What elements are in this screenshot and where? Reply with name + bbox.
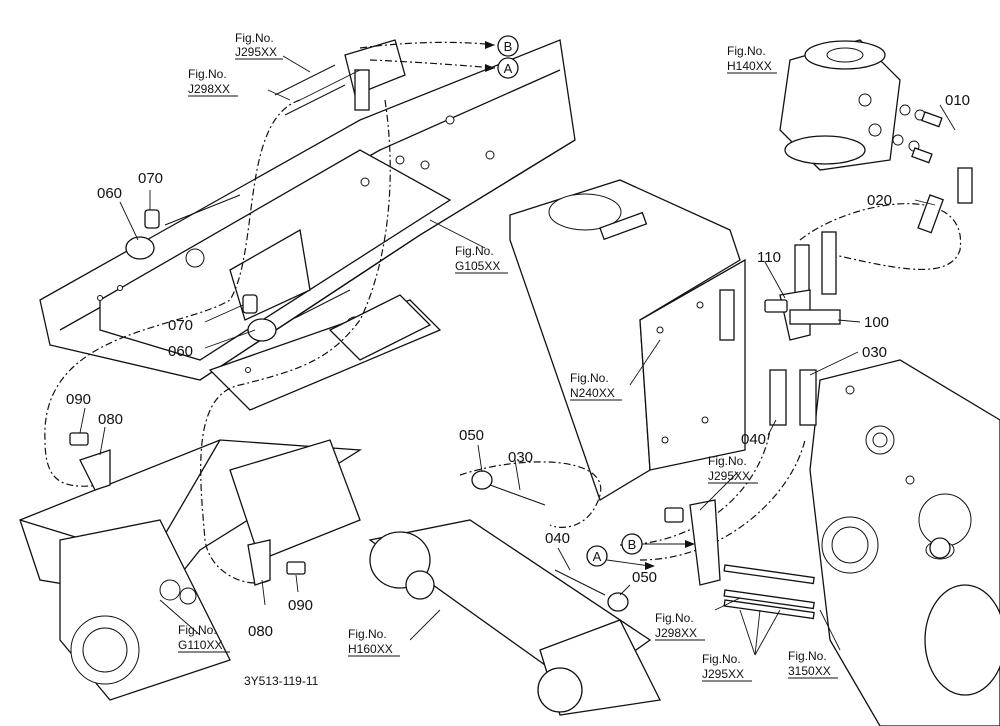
- label-050-lower: 050: [632, 569, 657, 586]
- label-090-lower: 090: [288, 597, 313, 614]
- fig-ref-g110-line2: G110XX: [178, 638, 222, 652]
- label-070-center: 070: [168, 317, 193, 334]
- transmission-housing: [809, 359, 1000, 726]
- fig-ref-h140-line2: H140XX: [727, 59, 772, 73]
- part-labels: 010 020 030 030 040 040 050 050 060 060 …: [66, 92, 970, 640]
- fig-ref-j298-top-line1: Fig.No.: [188, 67, 227, 81]
- fig-ref-j295-bottom-line1: Fig.No.: [702, 652, 741, 666]
- marker-a-bottom: A: [593, 549, 602, 564]
- fig-ref-3150-line2: 3150XX: [788, 664, 831, 678]
- fig-ref-j295-bottom-line2: J295XX: [702, 667, 744, 681]
- label-040-left: 040: [545, 530, 570, 547]
- reference-markers: B A A B: [485, 35, 695, 570]
- bracket-n240: [509, 179, 746, 501]
- fig-ref-j295-mid-line1: Fig.No.: [708, 454, 747, 468]
- label-080-lower: 080: [248, 623, 273, 640]
- hoses: [44, 41, 962, 584]
- leader-lines: [79, 55, 956, 656]
- label-010: 010: [945, 92, 970, 109]
- fig-ref-j298-bottom-line2: J298XX: [655, 626, 697, 640]
- label-080-left: 080: [98, 411, 123, 428]
- hardware: [69, 209, 951, 620]
- fig-ref-h160-line1: Fig.No.: [348, 627, 387, 641]
- fig-ref-j295-top-line2: J295XX: [235, 45, 277, 59]
- fig-ref-g105-line1: Fig.No.: [455, 244, 494, 258]
- main-frame: [39, 39, 576, 411]
- label-050-upper: 050: [459, 427, 484, 444]
- label-100: 100: [864, 314, 889, 331]
- fig-ref-j295-top-line1: Fig.No.: [235, 31, 274, 45]
- fig-ref-j298-bottom-line1: Fig.No.: [655, 611, 694, 625]
- label-040-right: 040: [741, 431, 766, 448]
- label-030-right: 030: [862, 344, 887, 361]
- fig-ref-n240-line2: N240XX: [570, 386, 615, 400]
- front-axle-cylinder: [368, 519, 661, 716]
- cylinder-assembly-top: [299, 39, 406, 111]
- fig-ref-g105-line2: G105XX: [455, 259, 500, 273]
- marker-b-top: B: [504, 39, 513, 54]
- marker-a-top: A: [504, 61, 513, 76]
- label-060-left: 060: [97, 185, 122, 202]
- label-090-left: 090: [66, 391, 91, 408]
- lower-frame: [19, 439, 363, 701]
- label-060-center: 060: [168, 343, 193, 360]
- label-020: 020: [867, 192, 892, 209]
- drawing-code: 3Y513-119-11: [244, 674, 319, 688]
- fig-ref-3150-line1: Fig.No.: [788, 649, 827, 663]
- steering-unit: [779, 39, 943, 171]
- fig-ref-h160-line2: H160XX: [348, 642, 393, 656]
- figure-refs: Fig.No. J295XX Fig.No. J298XX Fig.No. H1…: [178, 31, 838, 682]
- label-110: 110: [757, 249, 781, 266]
- fig-ref-g110-line1: Fig.No.: [178, 623, 217, 637]
- hose-sleeves: [164, 64, 973, 596]
- fig-ref-n240-line1: Fig.No.: [570, 371, 609, 385]
- fig-ref-j298-top-line2: J298XX: [188, 82, 230, 96]
- label-030-left: 030: [508, 449, 533, 466]
- fig-ref-h140-line1: Fig.No.: [727, 44, 766, 58]
- label-070-left: 070: [138, 170, 163, 187]
- fig-ref-j295-mid-line2: J295XX: [708, 469, 750, 483]
- marker-b-bottom: B: [628, 537, 637, 552]
